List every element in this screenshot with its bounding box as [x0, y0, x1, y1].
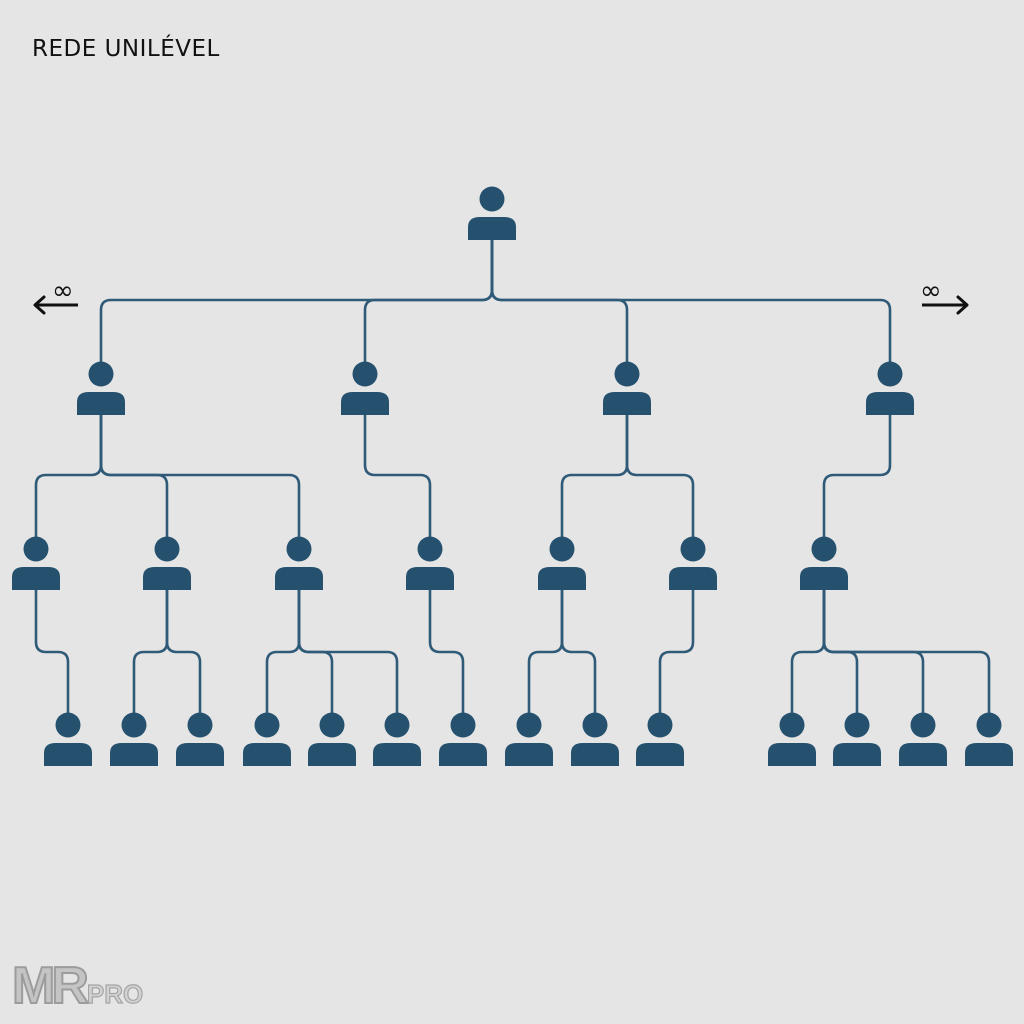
- person-icon: [406, 536, 454, 590]
- person-icon: [505, 712, 553, 766]
- person-icon: [341, 361, 389, 415]
- connector-line: [625, 415, 695, 537]
- connector-line: [363, 415, 432, 537]
- connector-line: [297, 590, 399, 713]
- connector-line: [165, 590, 202, 713]
- connector-line: [490, 240, 892, 362]
- person-icon: [768, 712, 816, 766]
- right-arrow-icon: [922, 295, 969, 315]
- connector-line: [790, 590, 826, 713]
- person-icon: [44, 712, 92, 766]
- person-icon: [669, 536, 717, 590]
- person-icon: [468, 186, 516, 240]
- person-icon: [965, 712, 1013, 766]
- left-infinity-label: ∞: [52, 276, 74, 306]
- person-icon: [143, 536, 191, 590]
- person-icon: [636, 712, 684, 766]
- person-icon: [308, 712, 356, 766]
- person-icon: [275, 536, 323, 590]
- connector-line: [34, 415, 103, 537]
- connector-line: [34, 590, 70, 713]
- left-arrow-icon: [33, 295, 78, 315]
- person-icon: [373, 712, 421, 766]
- person-icon: [110, 712, 158, 766]
- person-icon: [538, 536, 586, 590]
- mrpro-logo: MRPRO: [11, 956, 144, 1016]
- person-icon: [12, 536, 60, 590]
- connector-line: [822, 590, 991, 713]
- connector-line: [428, 590, 465, 713]
- person-icon: [439, 712, 487, 766]
- person-icon: [77, 361, 125, 415]
- logo-main: MR: [11, 956, 90, 1016]
- connector-line: [822, 415, 892, 537]
- person-icon: [243, 712, 291, 766]
- connector-line: [560, 415, 629, 537]
- connector-line: [560, 590, 597, 713]
- connector-line: [658, 590, 695, 713]
- person-icon: [603, 361, 651, 415]
- person-icon: [176, 712, 224, 766]
- connector-line: [265, 590, 301, 713]
- person-icon: [866, 361, 914, 415]
- person-icon: [800, 536, 848, 590]
- right-infinity-label: ∞: [920, 276, 942, 306]
- person-icon: [571, 712, 619, 766]
- person-icon: [899, 712, 947, 766]
- connector-line: [132, 590, 169, 713]
- logo-sub: PRO: [86, 978, 144, 1009]
- person-icon: [833, 712, 881, 766]
- connector-line: [527, 590, 564, 713]
- connector-line: [99, 415, 301, 537]
- diagram-title: REDE UNILÉVEL: [32, 36, 220, 62]
- connector-line: [363, 240, 494, 362]
